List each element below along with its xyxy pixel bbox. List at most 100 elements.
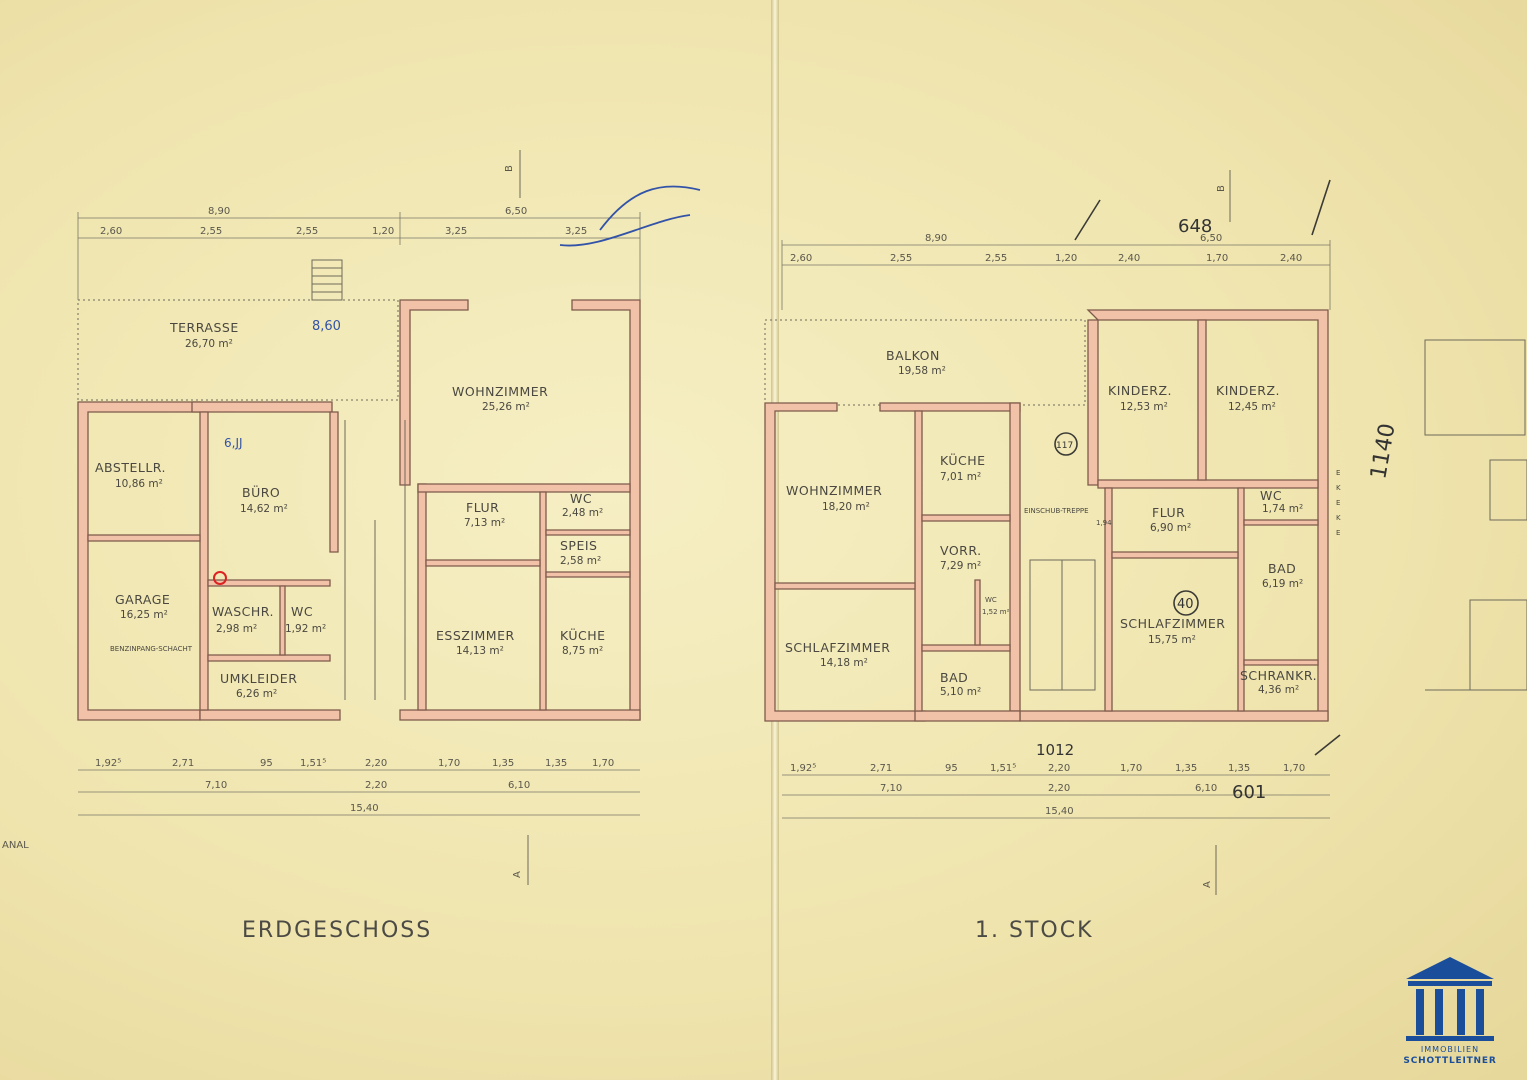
- gf-dim-bottom: 1,92⁵: [95, 758, 121, 769]
- uf-dim-top: 2,55: [890, 253, 912, 264]
- uf-section-mark-a: A: [1202, 881, 1213, 888]
- uf-dim-bottom: 1,70: [1283, 763, 1305, 774]
- gf-room-ess: ESSZIMMER: [436, 628, 515, 643]
- marker-e: E: [1336, 499, 1340, 507]
- uf-room-bad: BAD: [940, 670, 968, 685]
- uf-area-bad: 5,10 m²: [940, 686, 981, 698]
- gf-area-wc: 2,48 m²: [562, 507, 603, 519]
- gf-area-speis: 2,58 m²: [560, 555, 601, 567]
- uf-dim-bottom: 2,20: [1048, 763, 1070, 774]
- uf-room-vorr: VORR.: [940, 543, 982, 558]
- uf-area-kinder2: 12,45 m²: [1228, 401, 1276, 413]
- gf-dim-top: 3,25: [565, 226, 587, 237]
- gf-dim-bottom: 1,70: [592, 758, 614, 769]
- uf-room-kinder2: KINDERZ.: [1216, 383, 1280, 398]
- gf-dim-top-total-2: 6,50: [505, 206, 527, 217]
- gf-area-flur: 7,13 m²: [464, 517, 505, 529]
- uf-dim-bottom: 1,35: [1228, 763, 1250, 774]
- uf-dim-bottom: 1,35: [1175, 763, 1197, 774]
- uf-dim-bottom: 2,71: [870, 763, 892, 774]
- gf-room-terrasse: TERRASSE: [169, 320, 239, 335]
- gf-room-wc2: WC: [291, 604, 313, 619]
- uf-dim-bottom: 1,70: [1120, 763, 1142, 774]
- gf-dim-bottom-total: 2,20: [365, 780, 387, 791]
- uf-dim-top: 2,40: [1280, 253, 1302, 264]
- uf-dim-top: 2,60: [790, 253, 812, 264]
- gf-garage-note: BENZINPANG-SCHACHT: [110, 645, 193, 653]
- gf-dim-bottom: 95: [260, 758, 273, 769]
- uf-dim-overall: 15,40: [1045, 806, 1074, 817]
- marker-k: K: [1336, 514, 1341, 522]
- upper-floor-plan: 8,90 6,50 2,60 2,55 2,55 1,20 2,40 1,70 …: [764, 170, 1527, 943]
- uf-area-wc: 1,52 m²: [982, 608, 1010, 616]
- uf-area-kueche: 7,01 m²: [940, 471, 981, 483]
- uf-room-schrank: SCHRANKR.: [1240, 668, 1317, 683]
- gf-dim-bottom: 1,70: [438, 758, 460, 769]
- gf-room-garage: GARAGE: [115, 592, 170, 607]
- temple-icon: [1406, 957, 1494, 1041]
- uf-dim-bottom-total: 7,10: [880, 783, 902, 794]
- uf-handnote: 1140: [1366, 422, 1400, 481]
- gf-room-wohn: WOHNZIMMER: [452, 384, 548, 399]
- marker-k: K: [1336, 484, 1341, 492]
- uf-dim-bottom: 95: [945, 763, 958, 774]
- uf-section-mark-b: B: [1216, 185, 1227, 192]
- gf-handnote-blue-2: 6,JJ: [224, 436, 243, 450]
- gf-dim-top: 1,20: [372, 226, 394, 237]
- gf-area-waschr: 2,98 m²: [216, 623, 257, 635]
- uf-area-balkon: 19,58 m²: [898, 365, 946, 377]
- gf-room-flur: FLUR: [466, 500, 499, 515]
- uf-dim-bottom-total: 6,10: [1195, 783, 1217, 794]
- company-logo: IMMOBILIEN SCHOTTLEITNER: [1390, 955, 1510, 1073]
- uf-room-wc2: WC: [1260, 488, 1282, 503]
- gf-dim-bottom: 1,51⁵: [300, 758, 326, 769]
- gf-dim-bottom: 2,20: [365, 758, 387, 769]
- uf-room-bad2: BAD: [1268, 561, 1296, 576]
- gf-area-terrasse: 26,70 m²: [185, 338, 233, 350]
- uf-dim-top-total-1: 8,90: [925, 233, 947, 244]
- gf-dim-top: 2,60: [100, 226, 122, 237]
- gf-dim-overall: 15,40: [350, 803, 379, 814]
- uf-area-bad2: 6,19 m²: [1262, 578, 1303, 590]
- gf-dim-top: 2,55: [296, 226, 318, 237]
- uf-dim-bottom-total: 2,20: [1048, 783, 1070, 794]
- uf-room-wc: WC: [985, 596, 997, 604]
- uf-room-balkon: BALKON: [886, 348, 940, 363]
- gf-room-kueche: KÜCHE: [560, 627, 606, 643]
- uf-room-schlaf2: SCHLAFZIMMER: [1120, 616, 1225, 631]
- gf-dim-bottom: 2,71: [172, 758, 194, 769]
- gf-room-umkleider: UMKLEIDER: [220, 671, 297, 686]
- gf-dim-bottom-total: 6,10: [508, 780, 530, 791]
- gf-dim-bottom-total: 7,10: [205, 780, 227, 791]
- gf-room-wc: WC: [570, 491, 592, 506]
- uf-handnote: 601: [1232, 782, 1266, 803]
- section-mark-a: A: [512, 871, 523, 878]
- uf-dim-top-total-2: 6,50: [1200, 233, 1222, 244]
- uf-area-schrank: 4,36 m²: [1258, 684, 1299, 696]
- uf-area-kinder1: 12,53 m²: [1120, 401, 1168, 413]
- gf-room-speis: SPEIS: [560, 538, 598, 553]
- gf-dim-top: 3,25: [445, 226, 467, 237]
- uf-area-vorr: 7,29 m²: [940, 560, 981, 572]
- gf-handnote-blue: 8,60: [312, 319, 341, 334]
- gf-area-garage: 16,25 m²: [120, 609, 168, 621]
- uf-room-wohn: WOHNZIMMER: [786, 483, 882, 498]
- uf-area-schlaf2: 15,75 m²: [1148, 634, 1196, 646]
- uf-dim-top: 2,55: [985, 253, 1007, 264]
- gf-area-abstell: 10,86 m²: [115, 478, 163, 490]
- marker-e: E: [1336, 529, 1340, 537]
- gf-area-wc2: 1,92 m²: [285, 623, 326, 635]
- ground-floor-plan: 8,90 6,50 2,60 2,55 2,55 1,20 3,25 3,25: [2, 150, 701, 943]
- logo-line-1: IMMOBILIEN: [1420, 1045, 1480, 1054]
- uf-area-wohn: 18,20 m²: [822, 501, 870, 513]
- gf-area-ess: 14,13 m²: [456, 645, 504, 657]
- uf-room-schlaf: SCHLAFZIMMER: [785, 640, 890, 655]
- uf-dim-top: 1,20: [1055, 253, 1077, 264]
- section-mark-b: B: [504, 165, 515, 172]
- gf-room-buero: BÜRO: [242, 484, 280, 500]
- uf-room-kueche: KÜCHE: [940, 452, 986, 468]
- uf-handnote: 40: [1177, 597, 1194, 612]
- gf-dim-bottom: 1,35: [545, 758, 567, 769]
- side-label: ANAL: [2, 840, 29, 851]
